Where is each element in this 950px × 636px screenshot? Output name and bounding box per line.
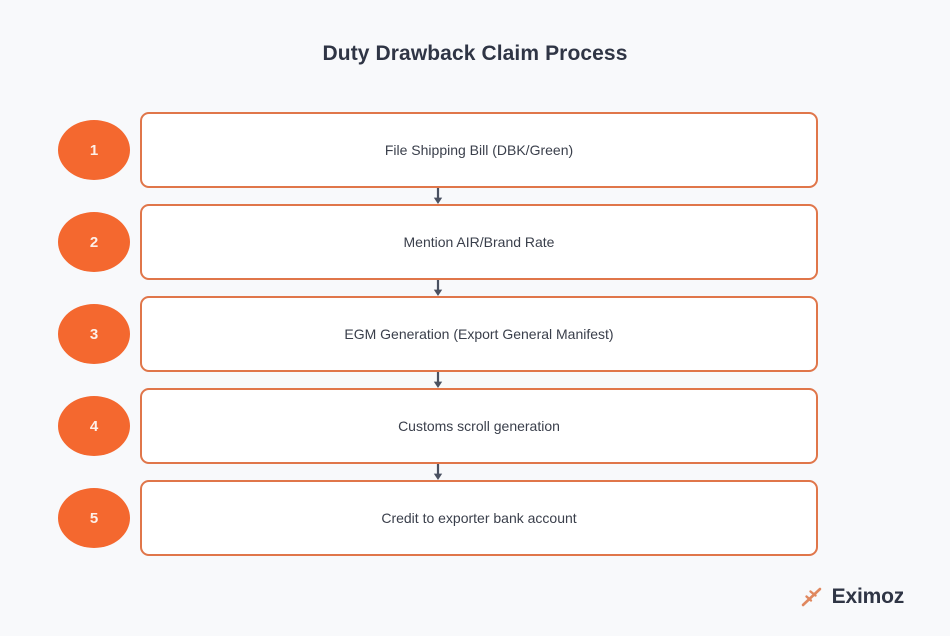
flow-step: 2 Mention AIR/Brand Rate	[58, 204, 818, 296]
step-number-badge: 4	[58, 396, 130, 456]
step-box[interactable]: Mention AIR/Brand Rate	[140, 204, 818, 280]
process-flow: 1 File Shipping Bill (DBK/Green) 2 Menti…	[58, 112, 818, 556]
flow-step: 1 File Shipping Bill (DBK/Green)	[58, 112, 818, 204]
down-arrow-icon	[430, 372, 446, 388]
eximoz-chevron-mark-icon	[801, 587, 821, 607]
step-label: File Shipping Bill (DBK/Green)	[384, 142, 574, 158]
flow-step: 3 EGM Generation (Export General Manifes…	[58, 296, 818, 388]
step-box[interactable]: File Shipping Bill (DBK/Green)	[140, 112, 818, 188]
brand-logo: Eximoz	[799, 584, 904, 610]
step-box[interactable]: Credit to exporter bank account	[140, 480, 818, 556]
step-label: Customs scroll generation	[398, 418, 560, 434]
step-label: Credit to exporter bank account	[381, 510, 577, 526]
brand-name: Eximoz	[831, 585, 905, 608]
step-number-badge: 2	[58, 212, 130, 272]
step-label: EGM Generation (Export General Manifest)	[344, 326, 614, 342]
step-number-badge: 1	[58, 120, 130, 180]
down-arrow-icon	[430, 188, 446, 204]
down-arrow-icon	[430, 280, 446, 296]
page-title: Duty Drawback Claim Process	[322, 42, 628, 65]
step-box[interactable]: Customs scroll generation	[140, 388, 818, 464]
step-number-badge: 5	[58, 488, 130, 548]
down-arrow-icon	[430, 464, 446, 480]
flow-step: 5 Credit to exporter bank account	[58, 480, 818, 556]
flow-step: 4 Customs scroll generation	[58, 388, 818, 480]
step-box[interactable]: EGM Generation (Export General Manifest)	[140, 296, 818, 372]
step-label: Mention AIR/Brand Rate	[403, 234, 555, 250]
step-number-badge: 3	[58, 304, 130, 364]
